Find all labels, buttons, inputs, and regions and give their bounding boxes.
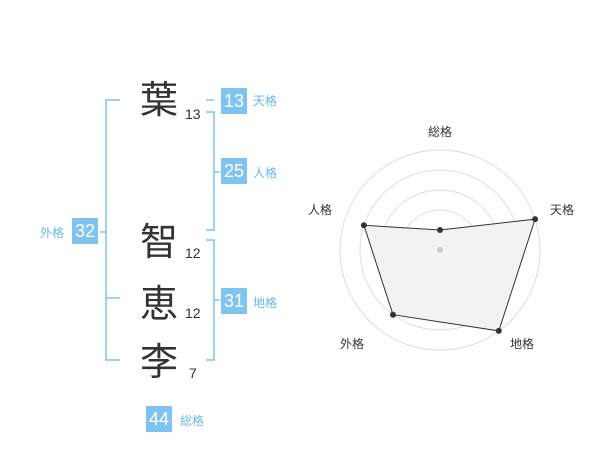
jinkaku-label: 人格 [253, 166, 278, 180]
bracket-jinkaku [206, 111, 215, 231]
radar-point-4 [360, 222, 367, 229]
kanji-3: 恵 [140, 282, 179, 326]
radar-axis-label-chikaku: 地格 [510, 337, 535, 351]
kanji-1-strokes: 13 [185, 106, 201, 122]
jinkaku-badge: 25 [221, 158, 247, 184]
radar-grid-ring [339, 149, 541, 351]
soukaku-label: 総格 [180, 414, 205, 428]
radar-points [360, 216, 539, 334]
tenkaku-badge: 13 [221, 88, 247, 114]
soukaku-badge: 44 [146, 406, 172, 432]
gaikaku-badge: 32 [72, 218, 98, 244]
kanji-1: 葉 [140, 78, 179, 122]
radar-point-1 [532, 216, 539, 223]
chikaku-badge: 31 [221, 288, 247, 314]
kanji-3-strokes: 12 [185, 305, 201, 321]
kanji-4-strokes: 7 [189, 365, 197, 381]
radar-area [363, 218, 536, 332]
bracket-gaikaku [105, 99, 120, 361]
radar-point-3 [390, 311, 396, 318]
gaikaku-label: 外格 [40, 226, 65, 240]
radar-point-0 [437, 227, 443, 233]
kanji-2-strokes: 12 [185, 245, 201, 261]
kanji-2: 智 [140, 220, 179, 264]
radar-center [437, 247, 443, 253]
radar-axis-label-jinkaku: 人格 [308, 203, 333, 217]
radar-axis-label-tenkaku: 天格 [550, 203, 575, 217]
radar-point-2 [495, 327, 502, 334]
tenkaku-label: 天格 [253, 94, 278, 108]
radar-axis-label-sokaku: 総格 [428, 125, 453, 139]
kanji-4: 李 [140, 340, 179, 384]
chikaku-label: 地格 [253, 296, 278, 310]
radar-axis-label-gaikaku: 外格 [340, 337, 365, 351]
